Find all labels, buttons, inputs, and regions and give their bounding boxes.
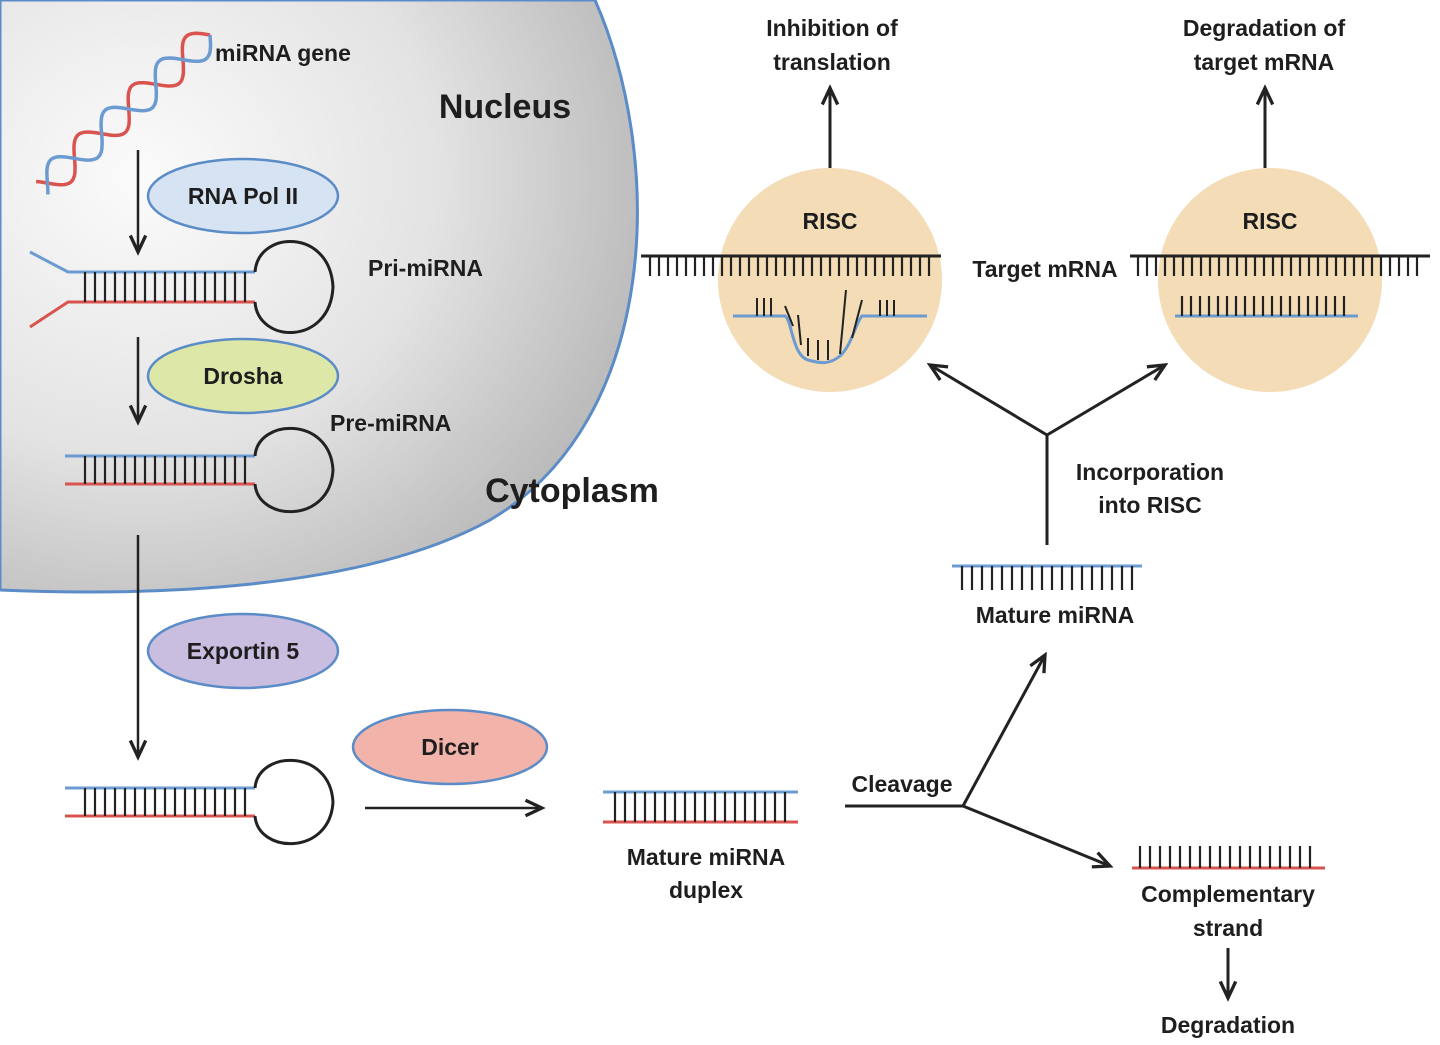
exportin-5-ellipse	[146, 612, 340, 690]
drosha-label: Drosha	[203, 363, 282, 389]
mature-mirna-duplex	[603, 790, 798, 824]
mirna-gene-label: miRNA gene	[215, 40, 351, 66]
mirna-gene-helix	[35, 31, 213, 195]
complementary-label-line1: Complementary	[1141, 881, 1315, 907]
arrow-to-complementary-strand	[962, 804, 1110, 866]
nucleus-region	[0, 0, 639, 594]
inhibition-label-line1: Inhibition of	[766, 15, 898, 41]
rna-pol-ii-ellipse	[146, 157, 340, 235]
inhibition-label-line2: translation	[773, 49, 891, 75]
risc-complex-left	[641, 168, 942, 392]
pre-mirna-hairpin	[65, 426, 335, 514]
duplex-label-line2: duplex	[669, 877, 743, 903]
risc-complex-right	[1130, 168, 1430, 392]
pre-mirna-label: Pre-miRNA	[330, 410, 451, 436]
pri-mirna-label: Pri-miRNA	[368, 255, 483, 281]
pri-mirna-hairpin	[29, 240, 335, 334]
nucleus-label: Nucleus	[439, 88, 571, 126]
duplex-label-line1: Mature miRNA	[627, 844, 785, 870]
target-degradation-label-line2: target mRNA	[1194, 49, 1335, 75]
arrow-to-mature-mirna	[961, 655, 1045, 807]
drosha-ellipse	[146, 337, 340, 415]
mature-mirna-label: Mature miRNA	[976, 602, 1134, 628]
dicer-ellipse	[351, 708, 549, 786]
exported-pre-mirna-hairpin	[65, 758, 335, 846]
arrow-to-left-risc	[930, 365, 1048, 437]
mature-mirna-strand	[952, 564, 1142, 590]
rna-pol-ii-label: RNA Pol II	[188, 183, 298, 209]
incorporation-label-line2: into RISC	[1098, 492, 1202, 518]
risc-left-label: RISC	[803, 208, 858, 234]
risc-right-label: RISC	[1243, 208, 1298, 234]
cleavage-label: Cleavage	[851, 771, 952, 797]
target-mrna-label: Target mRNA	[972, 256, 1117, 282]
incorporation-label-line1: Incorporation	[1076, 459, 1224, 485]
degradation-label: Degradation	[1161, 1012, 1295, 1038]
exportin-5-label: Exportin 5	[187, 638, 300, 664]
dicer-label: Dicer	[421, 734, 479, 760]
target-degradation-label-line1: Degradation of	[1183, 15, 1346, 41]
cytoplasm-label: Cytoplasm	[485, 472, 659, 510]
complementary-label-line2: strand	[1193, 915, 1263, 941]
complementary-strand	[1132, 846, 1325, 870]
arrow-to-right-risc	[1046, 365, 1165, 437]
